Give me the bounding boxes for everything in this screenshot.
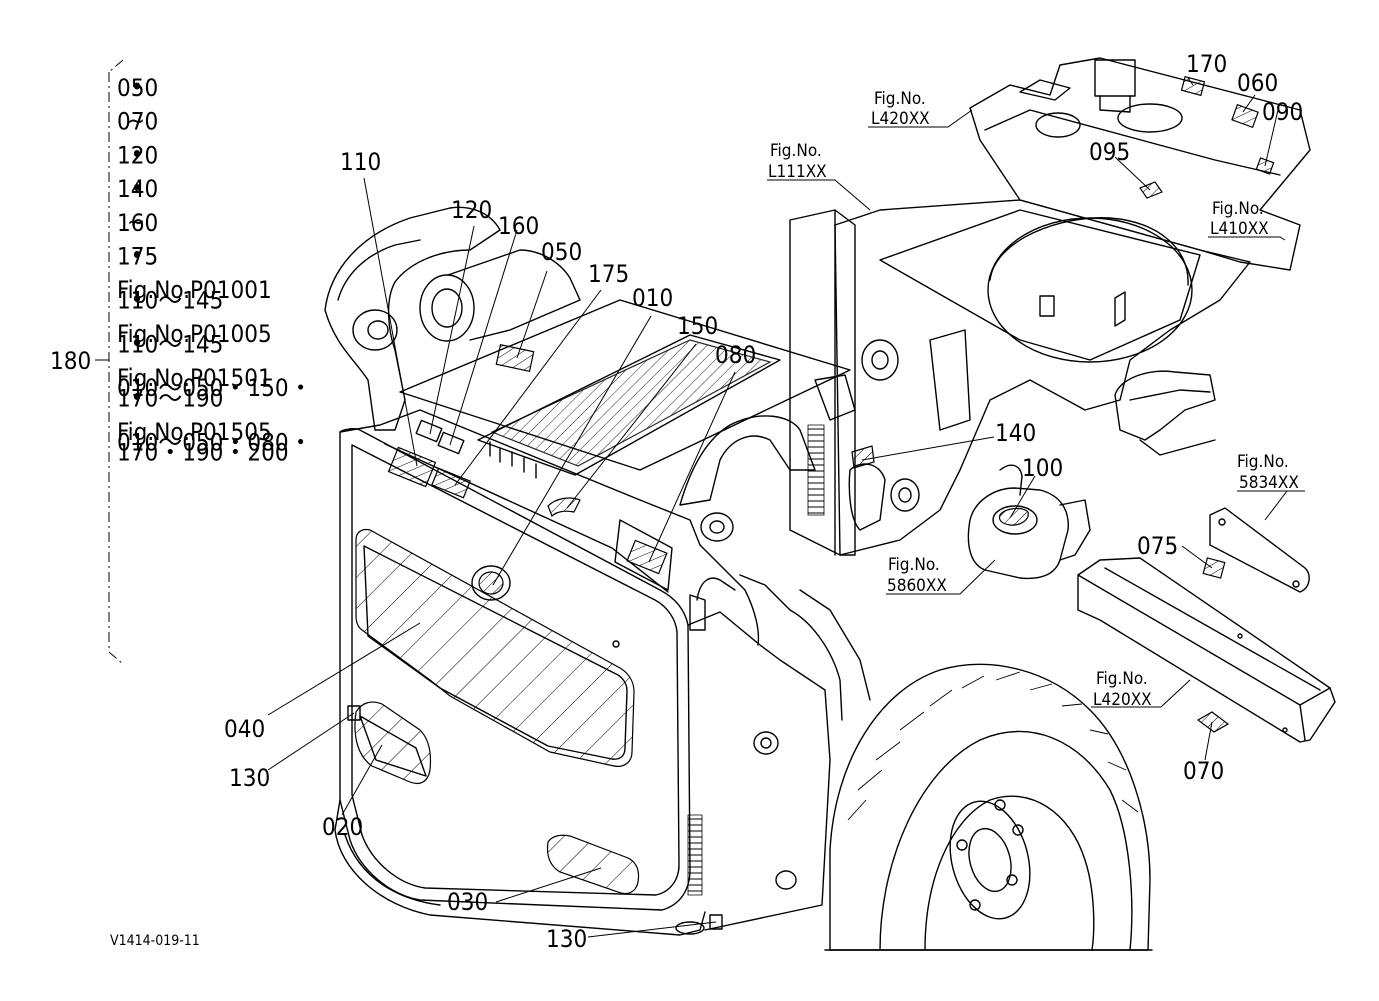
callout-080: 080	[715, 341, 756, 369]
group-list-entry: 170・190・200	[117, 439, 289, 467]
group-list-entry: 120	[117, 141, 158, 169]
leader-lines	[268, 78, 1305, 937]
fig-ref-5834xx-prefix: Fig.No.	[1237, 452, 1289, 472]
group-list-separator: •	[131, 73, 144, 101]
group-list-entry: 010～050・150・	[117, 374, 313, 402]
fig-ref-5834xx-code: 5834XX	[1239, 473, 1299, 493]
callout-130-b: 130	[546, 925, 587, 953]
group-list-separator: •	[131, 174, 144, 202]
part-5834xx	[1203, 508, 1309, 592]
group-list-separator: •	[131, 384, 144, 412]
fig-ref-l111xx-code: L111XX	[768, 162, 827, 182]
callout-020: 020	[322, 813, 363, 841]
callout-050: 050	[541, 238, 582, 266]
group-list-separator: ~	[127, 208, 145, 236]
callout-170: 170	[1186, 50, 1227, 78]
drawing-code: V1414-019-11	[110, 933, 200, 949]
callout-130-a: 130	[229, 764, 270, 792]
group-list-entry: Fig.No.P01505	[117, 418, 272, 446]
fig-references: Fig.No. L420XX Fig.No. L111XX Fig.No. L4…	[768, 89, 1299, 710]
fig-ref-l420xx-bottom-code: L420XX	[1093, 690, 1152, 710]
group-list-entry: 110～145	[117, 330, 223, 358]
callout-labels: 110 120 160 050 175 010 150 080 040 130 …	[224, 50, 1303, 953]
callout-160: 160	[498, 212, 539, 240]
fig-ref-l111xx-prefix: Fig.No.	[770, 141, 822, 161]
part-100	[968, 465, 1090, 578]
callout-070: 070	[1183, 757, 1224, 785]
group-list-entry: 110～145	[117, 286, 223, 314]
group-list-separator: •	[131, 286, 144, 314]
group-list-entry: 170～190	[117, 384, 223, 412]
callout-150: 150	[677, 312, 718, 340]
wheel	[825, 664, 1152, 950]
callout-175: 175	[588, 260, 629, 288]
callout-090: 090	[1262, 98, 1303, 126]
fig-ref-l410xx-code: L410XX	[1210, 219, 1269, 239]
group-list-separator: ~	[127, 107, 145, 135]
group-list: 050•070~120•140•160~175•Fig.No.P01001110…	[117, 73, 313, 466]
machine-body	[325, 207, 870, 935]
callout-120: 120	[451, 196, 492, 224]
label-180: 180	[50, 347, 91, 375]
group-list-entry: 140	[117, 175, 158, 203]
group-list-entry: 070	[117, 108, 158, 136]
callout-110: 110	[340, 148, 381, 176]
callout-040: 040	[224, 715, 265, 743]
group-list-entry: 175	[117, 243, 158, 271]
callout-075: 075	[1137, 532, 1178, 560]
group-list-entry: Fig.No.P01005	[117, 320, 272, 348]
fig-ref-5860xx-code: 5860XX	[887, 576, 947, 596]
fig-ref-5860xx-prefix: Fig.No.	[888, 555, 940, 575]
group-list-separator: •	[131, 141, 144, 169]
callout-095: 095	[1089, 138, 1130, 166]
group-list-separator: •	[131, 242, 144, 270]
callout-100: 100	[1022, 454, 1063, 482]
group-bracket: 180	[50, 60, 123, 664]
group-list-separator: •	[131, 330, 144, 358]
callout-030: 030	[447, 888, 488, 916]
fig-ref-l420xx-top-prefix: Fig.No.	[874, 89, 926, 109]
group-list-entry: Fig.No.P01501	[117, 364, 272, 392]
fig-ref-l420xx-top-code: L420XX	[871, 109, 930, 129]
group-list-entry: 050	[117, 74, 158, 102]
fig-ref-l420xx-bottom-prefix: Fig.No.	[1096, 669, 1148, 689]
fig-ref-l410xx-prefix: Fig.No.	[1212, 199, 1264, 219]
callout-140: 140	[995, 419, 1036, 447]
group-list-entry: 160	[117, 209, 158, 237]
group-list-entry: 010～050・080・	[117, 428, 313, 456]
group-list-entry: Fig.No.P01001	[117, 276, 272, 304]
callout-060: 060	[1237, 69, 1278, 97]
callout-010: 010	[632, 284, 673, 312]
part-l420xx-cover	[1078, 558, 1335, 742]
